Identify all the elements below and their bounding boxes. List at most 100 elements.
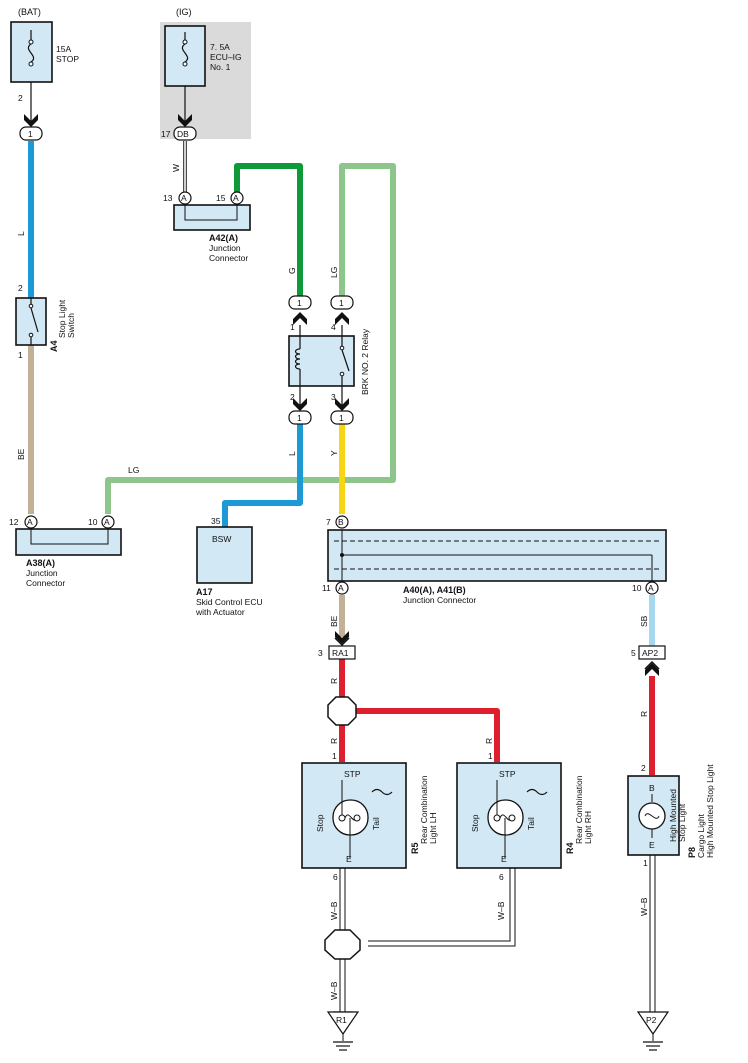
a17-code: A17 <box>196 587 213 597</box>
fuse-symbol-icon <box>27 30 35 67</box>
wire-label-l: L <box>16 231 26 236</box>
wire-wb-ground-right <box>649 855 656 1012</box>
ra1-connector <box>328 645 356 660</box>
a40-pin-bl: 11 <box>322 583 331 593</box>
relay-chevron-icon <box>335 398 349 411</box>
a17-skid-control-ecu <box>196 526 253 584</box>
a42-pin-left: 13 <box>163 193 173 203</box>
wire-label-l2: L <box>287 451 297 456</box>
relay-conn-g <box>288 295 312 310</box>
r4-pin-bottom: 6 <box>499 872 504 882</box>
relay-pin-4: 4 <box>331 322 336 332</box>
a40-conn-bl: A <box>338 583 344 593</box>
wire-label-g: G <box>287 267 297 274</box>
ground-splice-point <box>324 929 361 960</box>
a17-name-1: Skid Control ECU <box>196 597 263 607</box>
relay-conn-lg <box>330 295 354 310</box>
r5-name-2: Light LH <box>428 812 438 844</box>
a42-name-2: Connector <box>209 253 248 263</box>
brk-no2-relay <box>288 335 355 387</box>
bat-conn-label: 1 <box>28 129 33 139</box>
p8-lamp-2: Stop Light <box>677 803 687 842</box>
bat-conn <box>19 126 43 141</box>
relay-conn-l-label: 1 <box>297 413 302 423</box>
r5-name-1: Rear Combination <box>419 775 429 844</box>
wire-wb-rh <box>368 868 516 947</box>
lamp-icon <box>332 780 393 858</box>
p8-high-mounted-stop-light <box>627 775 680 856</box>
a42-conn-right: A <box>233 193 239 203</box>
ap2-label: AP2 <box>642 648 658 658</box>
bat-fuse-name: STOP <box>56 54 79 64</box>
ra1-label: RA1 <box>332 648 349 658</box>
p8-pin-top: 2 <box>641 763 646 773</box>
a42-name-1: Junction <box>209 243 241 253</box>
a38-junction-connector <box>15 528 122 556</box>
a4-code: A4 <box>49 340 59 352</box>
r4-tail: Tail <box>526 817 536 830</box>
relay-pin-1: 1 <box>290 322 295 332</box>
bat-pin: 2 <box>18 93 23 103</box>
a38-conn-left: A <box>27 517 33 527</box>
a42-pin-right: 15 <box>216 193 226 203</box>
relay-conn-lg-label: 1 <box>339 298 344 308</box>
a40-code: A40(A), A41(B) <box>403 585 466 595</box>
a40-conn-top: B <box>338 517 344 527</box>
a17-terminal: BSW <box>212 534 231 544</box>
bat-label: (BAT) <box>18 7 41 17</box>
a40-conn-br: A <box>648 583 654 593</box>
a38-conn-right: A <box>104 517 110 527</box>
bat-fuse-rating: 15A <box>56 44 71 54</box>
relay-chevron-icon <box>335 312 349 325</box>
wire-label-wb4: W–B <box>639 897 649 916</box>
p8-name-2: High Mounted Stop Light <box>705 764 715 858</box>
relay-pin-3: 3 <box>331 392 336 402</box>
p8-name-1: Cargo Light <box>696 813 706 858</box>
lamp-icon <box>638 794 666 838</box>
wire-label-lg: LG <box>329 267 339 278</box>
wire-label-wb1: W–B <box>329 901 339 920</box>
wire-wb-ground-left <box>339 958 346 1012</box>
a38-pin-right: 10 <box>88 517 98 527</box>
ig-fuse-rating: 7. 5A <box>210 42 230 52</box>
a42-conn-left: A <box>181 193 187 203</box>
relay-chevron-icon <box>293 312 307 325</box>
a40-pin-br: 10 <box>632 583 642 593</box>
a4-name-2: Switch <box>66 313 76 338</box>
wire-r-rh <box>356 708 500 762</box>
a40-pin-top: 7 <box>326 517 331 527</box>
ground-p2-label: P2 <box>646 1015 657 1025</box>
wire-label-be2: BE <box>329 615 339 627</box>
r5-e: E <box>346 854 352 864</box>
fuse-symbol-icon <box>181 32 189 67</box>
wire-label-wb3: W–B <box>329 981 339 1000</box>
a40-name: Junction Connector <box>403 595 476 605</box>
relay-coil-icon <box>294 336 301 386</box>
ig-conn <box>173 126 197 141</box>
ig-label: (IG) <box>176 7 192 17</box>
a38-name-1: Junction <box>26 568 58 578</box>
relay-name: BRK NO. 2 Relay <box>360 328 370 395</box>
ra1-pin: 3 <box>318 648 323 658</box>
wire-lg <box>105 163 396 514</box>
wire-label-r4: R <box>639 711 649 717</box>
lamp-icon <box>487 780 548 858</box>
wire-label-w: W <box>171 164 181 172</box>
p8-lamp-1: High Mounted <box>668 789 678 842</box>
ap2-pin: 5 <box>631 648 636 658</box>
r4-e: E <box>501 854 507 864</box>
fuse-7-5a <box>164 25 206 87</box>
wire-label-r3: R <box>484 738 494 744</box>
r4-name-1: Rear Combination <box>574 775 584 844</box>
relay-conn-l <box>288 410 312 425</box>
p8-b: B <box>649 783 655 793</box>
ap2-connector <box>638 645 666 660</box>
a17-pin: 35 <box>211 516 221 526</box>
wire-label-lg2: LG <box>128 465 139 475</box>
ground-p2-icon <box>636 1011 670 1036</box>
r5-tail: Tail <box>371 817 381 830</box>
ap2-chevron-icon <box>645 663 659 676</box>
wire-label-r1: R <box>329 678 339 684</box>
p8-e: E <box>649 840 655 850</box>
